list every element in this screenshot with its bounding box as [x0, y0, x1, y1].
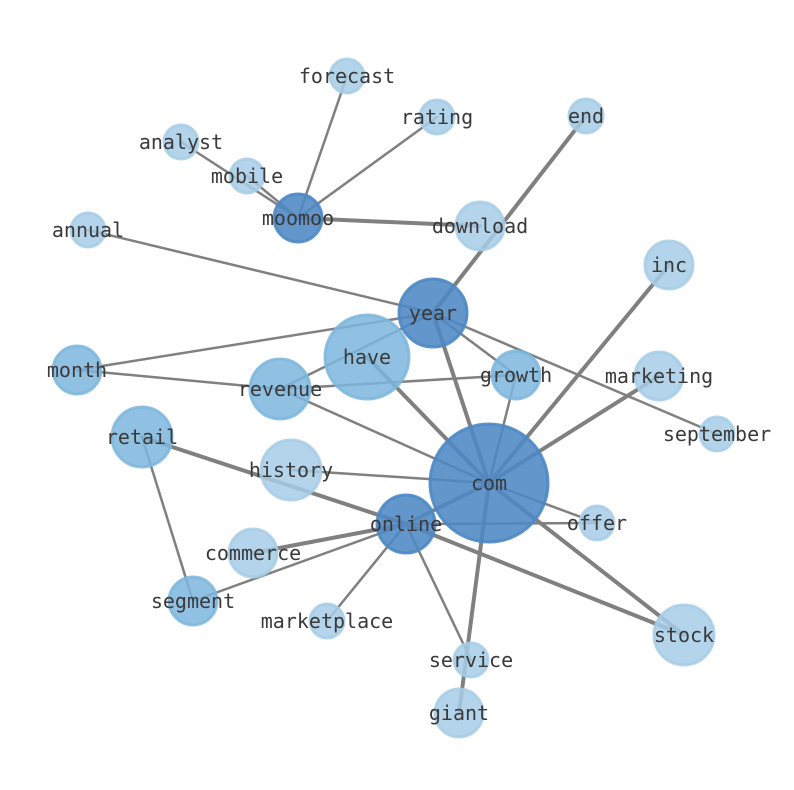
- node-label-marketplace: marketplace: [261, 609, 393, 633]
- node-history: [259, 438, 323, 502]
- node-label-revenue: revenue: [238, 377, 322, 401]
- node-com: [428, 422, 550, 544]
- node-label-moomoo: moomoo: [262, 206, 334, 230]
- node-segment: [167, 575, 219, 627]
- node-marketplace: [308, 602, 346, 640]
- node-month: [51, 344, 103, 396]
- node-label-month: month: [47, 358, 107, 382]
- node-label-giant: giant: [429, 701, 489, 725]
- node-label-com: com: [471, 471, 507, 495]
- node-label-have: have: [343, 345, 391, 369]
- edge-moomoo-download: [296, 216, 482, 228]
- node-label-growth: growth: [480, 363, 552, 387]
- node-label-segment: segment: [151, 589, 235, 613]
- node-label-offer: offer: [567, 511, 627, 535]
- nodes-layer: [51, 57, 736, 739]
- node-moomoo: [272, 192, 324, 244]
- node-label-mobile: mobile: [211, 164, 283, 188]
- node-annual: [69, 211, 107, 249]
- node-label-end: end: [568, 104, 604, 128]
- node-label-year: year: [409, 301, 457, 325]
- node-service: [452, 641, 490, 679]
- edge-year-end: [431, 114, 588, 315]
- node-growth: [490, 349, 542, 401]
- node-commerce: [227, 527, 279, 579]
- node-stock: [652, 603, 716, 667]
- node-end: [567, 97, 605, 135]
- edges-layer: [75, 74, 719, 715]
- node-mobile: [228, 157, 266, 195]
- node-label-analyst: analyst: [139, 130, 223, 154]
- node-marketing: [633, 350, 685, 402]
- node-label-rating: rating: [401, 105, 473, 129]
- edge-month-revenue: [75, 368, 282, 391]
- node-online: [375, 493, 437, 555]
- node-label-retail: retail: [106, 425, 178, 449]
- node-analyst: [162, 123, 200, 161]
- node-forecast: [328, 57, 366, 95]
- node-label-online: online: [370, 512, 442, 536]
- node-label-commerce: commerce: [205, 541, 301, 565]
- node-offer: [578, 504, 616, 542]
- node-giant: [433, 687, 485, 739]
- node-revenue: [248, 357, 312, 421]
- node-download: [454, 200, 506, 252]
- edge-moomoo-rating: [296, 115, 439, 220]
- node-have: [323, 313, 411, 401]
- node-retail: [110, 405, 174, 469]
- node-year: [397, 277, 469, 349]
- edge-online-stock: [404, 522, 686, 637]
- edge-year-annual: [86, 228, 435, 315]
- node-label-stock: stock: [654, 623, 714, 647]
- node-label-annual: annual: [52, 218, 124, 242]
- node-label-marketing: marketing: [605, 364, 713, 388]
- node-label-service: service: [429, 648, 513, 672]
- labels-layer: com year moomoo online have revenue growth mont…: [47, 64, 771, 725]
- node-label-download: download: [432, 214, 528, 238]
- node-inc: [643, 239, 695, 291]
- node-rating: [418, 98, 456, 136]
- node-label-history: history: [249, 458, 333, 482]
- node-label-september: september: [663, 422, 771, 446]
- edge-online-segment: [191, 522, 408, 603]
- node-label-forecast: forecast: [299, 64, 395, 88]
- node-september: [698, 415, 736, 453]
- edge-year-september: [431, 311, 719, 436]
- node-label-inc: inc: [651, 253, 687, 277]
